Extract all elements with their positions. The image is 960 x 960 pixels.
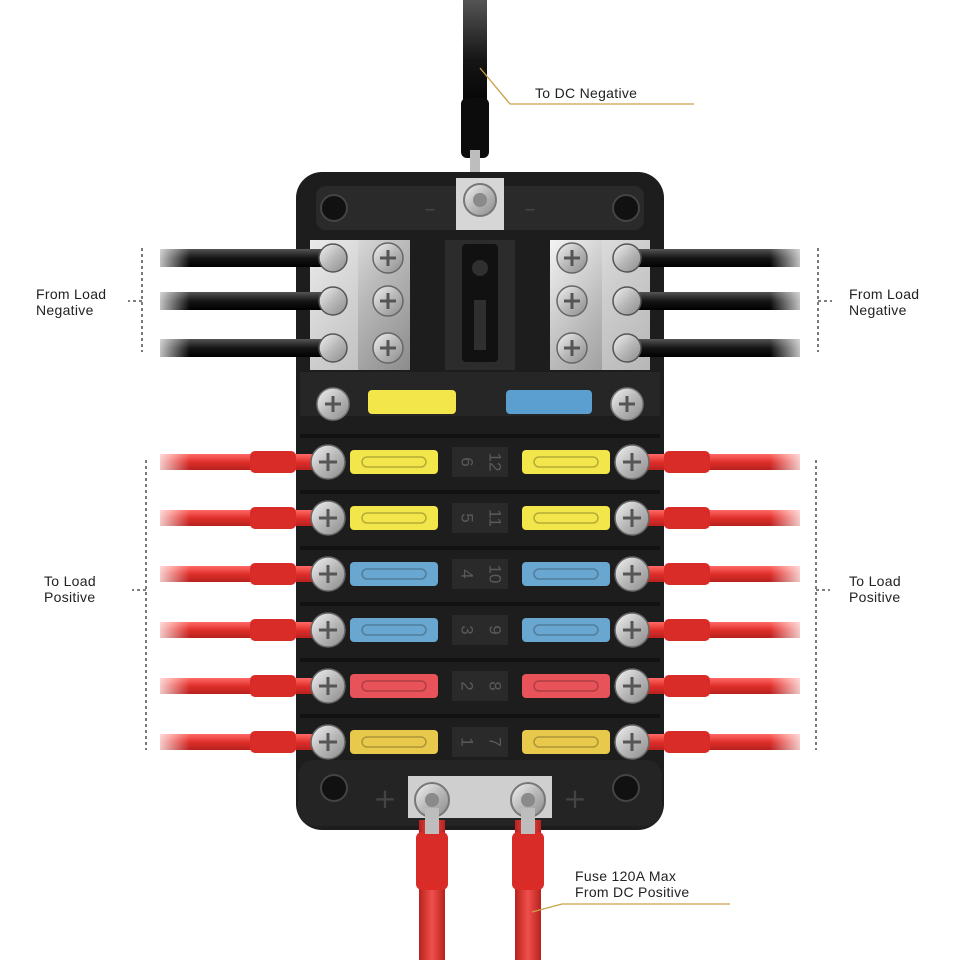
spare-fuse-blue	[506, 390, 592, 414]
fuse-slot-3	[350, 618, 438, 642]
crimp-sleeve	[664, 507, 710, 529]
label-line: Positive	[849, 589, 901, 605]
fuse-slot-2	[350, 674, 438, 698]
fuse-number: 11	[486, 509, 505, 527]
label-line: From DC Positive	[575, 884, 690, 900]
crimp-sleeve	[664, 619, 710, 641]
ring-terminal	[612, 333, 642, 363]
label-line: From Load	[849, 286, 920, 302]
black-wire	[160, 292, 330, 310]
label-line: Negative	[36, 302, 94, 318]
black-wire	[630, 339, 800, 357]
fuse-number: 8	[486, 681, 505, 690]
label-load-positive-left: To Load Positive	[44, 573, 96, 605]
ring-terminal	[318, 243, 348, 273]
crimp-sleeve	[664, 731, 710, 753]
negative-wires	[160, 242, 800, 364]
crimp-sleeve	[250, 507, 296, 529]
fuse-number: 4	[458, 569, 477, 578]
label-line: Positive	[44, 589, 96, 605]
label-line: From Load	[36, 286, 107, 302]
positive-wires	[160, 451, 800, 753]
label-dc-negative-text: To DC Negative	[535, 85, 638, 101]
fuse-slot-1	[350, 730, 438, 754]
ring-terminal	[612, 243, 642, 273]
black-wire	[160, 339, 330, 357]
fuse-slot-12	[522, 450, 610, 474]
spare-fuse-yellow	[368, 390, 456, 414]
fuse-number: 7	[486, 737, 505, 746]
fuse-number: 9	[486, 625, 505, 634]
label-line: To Load	[44, 573, 96, 589]
fuse-number: 3	[458, 625, 477, 634]
crimp-sleeve	[250, 451, 296, 473]
crimp-sleeve	[250, 619, 296, 641]
svg-text:+: +	[373, 782, 396, 815]
label-dc-negative: To DC Negative	[535, 85, 637, 101]
leader-lines	[128, 67, 832, 913]
ring-terminal	[612, 286, 642, 316]
spare-fuse-row	[316, 387, 644, 421]
label-load-negative-right: From Load Negative	[849, 286, 919, 318]
label-load-negative-left: From Load Negative	[36, 286, 106, 318]
label-load-positive-right: To Load Positive	[849, 573, 901, 605]
crimp-sleeve	[664, 675, 710, 697]
crimp-sleeve	[250, 731, 296, 753]
leader-dc-negative	[479, 67, 694, 105]
fuse-number: 12	[486, 453, 505, 472]
crimp-sleeve	[250, 563, 296, 585]
label-line: Fuse 120A Max	[575, 868, 677, 884]
leader-dc-positive	[531, 903, 730, 913]
crimp-sleeve	[250, 675, 296, 697]
label-line: Negative	[849, 302, 907, 318]
label-dc-positive: Fuse 120A Max From DC Positive	[575, 868, 689, 900]
fuse-slot-8	[522, 674, 610, 698]
fuse-number: 2	[458, 681, 477, 690]
svg-text:+: +	[563, 782, 586, 815]
fuse-number: 10	[486, 565, 505, 584]
fuse-slot-9	[522, 618, 610, 642]
fuse-slot-7	[522, 730, 610, 754]
fuse-slot-4	[350, 562, 438, 586]
ring-terminal	[318, 333, 348, 363]
fuse-number: 1	[458, 737, 477, 746]
label-line: To Load	[849, 573, 901, 589]
crimp-sleeve	[664, 451, 710, 473]
black-wire	[630, 249, 800, 267]
black-wire	[630, 292, 800, 310]
fuse-slot-5	[350, 506, 438, 530]
fuse-slot-11	[522, 506, 610, 530]
svg-text:–: –	[525, 197, 536, 222]
fuse-number: 6	[458, 457, 477, 466]
ring-terminal	[318, 286, 348, 316]
fuse-number: 5	[458, 513, 477, 522]
crimp-sleeve	[664, 563, 710, 585]
dc-negative-wire	[461, 0, 489, 180]
fuse-slot-6	[350, 450, 438, 474]
fuse-slot-10	[522, 562, 610, 586]
dc-positive-wires	[416, 808, 544, 960]
svg-text:–: –	[425, 197, 436, 222]
black-wire	[160, 249, 330, 267]
